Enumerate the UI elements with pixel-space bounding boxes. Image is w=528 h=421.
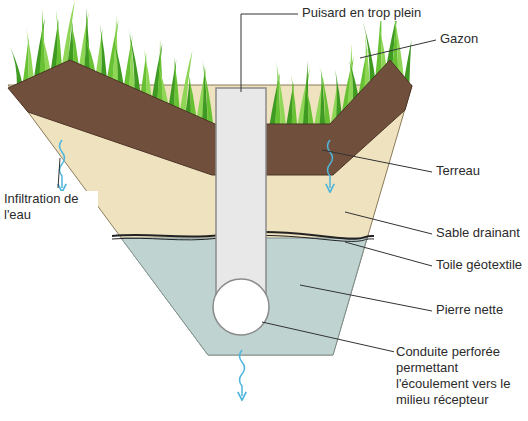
grass-blade <box>335 69 342 118</box>
leader-line <box>322 150 432 172</box>
water-arrow <box>60 140 65 188</box>
grass-blade <box>363 21 376 82</box>
grass-blade <box>100 24 107 79</box>
part-label: Sable drainant <box>434 225 522 241</box>
grass-blade <box>379 25 387 70</box>
grass-blade <box>188 72 197 119</box>
leader-line <box>300 285 432 311</box>
grass-blade <box>26 28 34 82</box>
part-label: Terreau <box>434 163 482 179</box>
leader-line <box>360 40 436 58</box>
grass-blade <box>56 10 62 69</box>
part-label: Pierre nette <box>434 302 505 318</box>
water-arrow <box>240 350 245 396</box>
grass-blade <box>291 75 297 128</box>
overflow-pipe <box>216 88 266 303</box>
grass-blade <box>40 29 51 74</box>
grass-blade <box>174 55 180 111</box>
grass-blade <box>39 8 45 76</box>
water-arrow <box>328 140 333 188</box>
grass-blade <box>305 84 314 128</box>
leader-lines <box>58 14 436 352</box>
perforated-pipe <box>213 279 269 335</box>
grass-blade <box>84 8 90 72</box>
part-label: Toile géotextile <box>434 257 524 273</box>
leader-line <box>345 242 432 266</box>
leader-line <box>241 14 298 92</box>
grass-blade <box>144 48 152 99</box>
topsoil-layer <box>8 60 412 175</box>
grass-blade <box>128 27 141 94</box>
leader-line <box>345 212 432 234</box>
grass-blade <box>275 59 286 128</box>
grass-blade <box>10 47 23 87</box>
grass-blade <box>23 37 29 84</box>
part-label: Infiltration de l'eau <box>2 191 98 223</box>
grass-blade <box>201 58 213 126</box>
part-label: Gazon <box>438 31 480 47</box>
leader-line <box>262 322 395 352</box>
leader-line <box>58 158 60 188</box>
part-label: Conduite perforée permettant l'écoulemen… <box>394 344 526 408</box>
grass-blade <box>112 15 118 84</box>
grass-blade <box>319 63 331 128</box>
grass-blade <box>70 17 79 67</box>
part-label: Puisard en trop plein <box>300 5 423 21</box>
